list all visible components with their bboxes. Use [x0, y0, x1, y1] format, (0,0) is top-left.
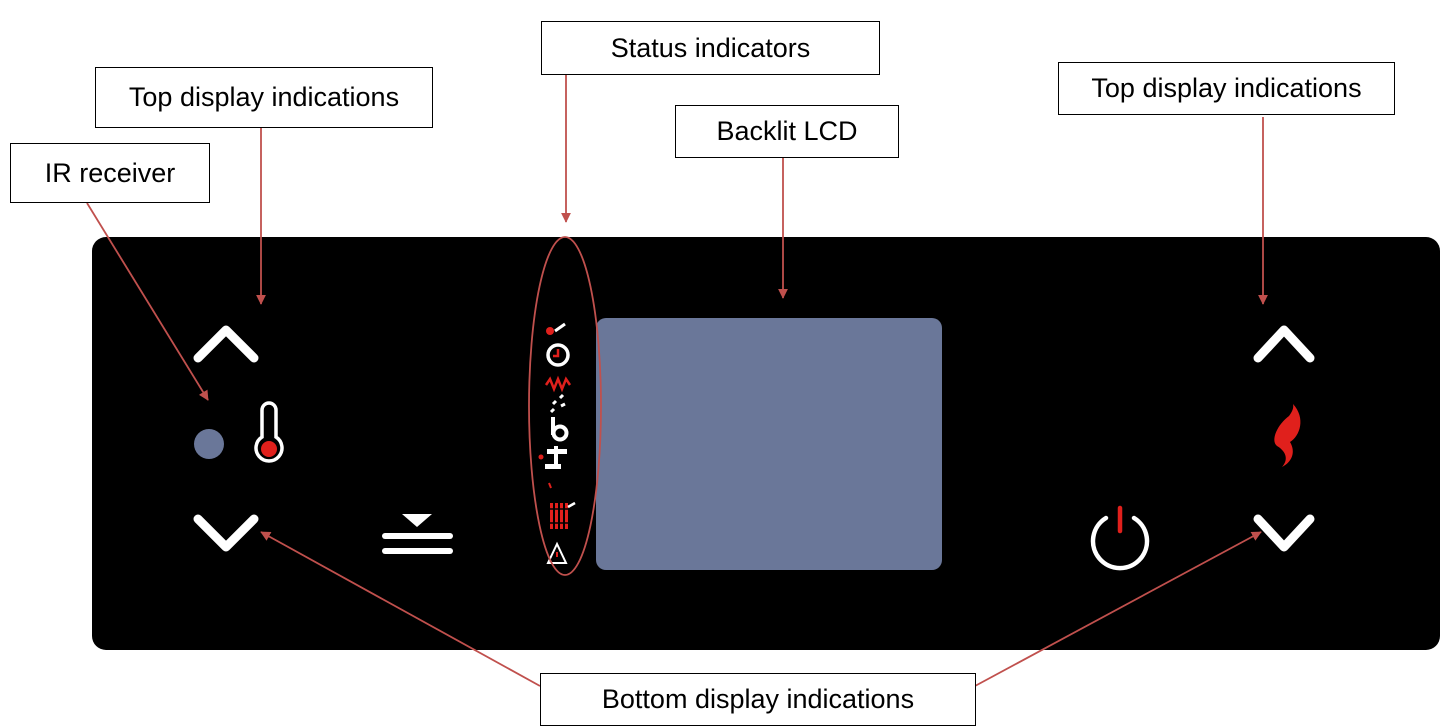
power-icon [1090, 505, 1150, 571]
right-down-button[interactable] [1253, 514, 1315, 552]
sprinkle-icon [549, 393, 566, 414]
callout-ir-receiver: IR receiver [10, 143, 210, 203]
callout-arrows [86, 75, 1268, 687]
power-button[interactable] [1090, 505, 1150, 571]
right-up-button[interactable] [1253, 325, 1315, 363]
left-down-button[interactable] [193, 514, 259, 552]
callout-bottom-display: Bottom display indications [540, 673, 976, 726]
arrow-bottom-display-right [974, 531, 1262, 687]
chevron-down-icon [193, 514, 259, 552]
callout-top-display-left: Top display indications [95, 67, 433, 128]
tap-icon [538, 446, 567, 489]
backlit-lcd-screen [596, 318, 942, 570]
chevron-down-icon [1253, 514, 1315, 552]
chevron-up-icon [193, 325, 259, 363]
menu-button[interactable] [382, 514, 453, 554]
radiator-icon [549, 501, 576, 529]
thermometer-icon [254, 401, 284, 463]
heating-coil-icon [544, 375, 572, 393]
chevron-up-icon [1253, 325, 1315, 363]
arrow-ir-receiver [86, 202, 209, 401]
arrow-bottom-display-left [260, 531, 541, 687]
callout-top-display-right: Top display indications [1058, 62, 1395, 115]
status-indicators [538, 322, 576, 564]
warning-icon [546, 541, 568, 564]
menu-icon [382, 514, 453, 554]
pump-icon [551, 417, 569, 442]
callout-status-indicators: Status indicators [541, 21, 880, 75]
tank-timer-icon [546, 322, 570, 367]
callout-backlit-lcd: Backlit LCD [675, 105, 899, 158]
flame-icon [1274, 404, 1301, 467]
status-highlight-ellipse [528, 236, 602, 576]
ir-receiver [194, 429, 224, 459]
left-up-button[interactable] [193, 325, 259, 363]
